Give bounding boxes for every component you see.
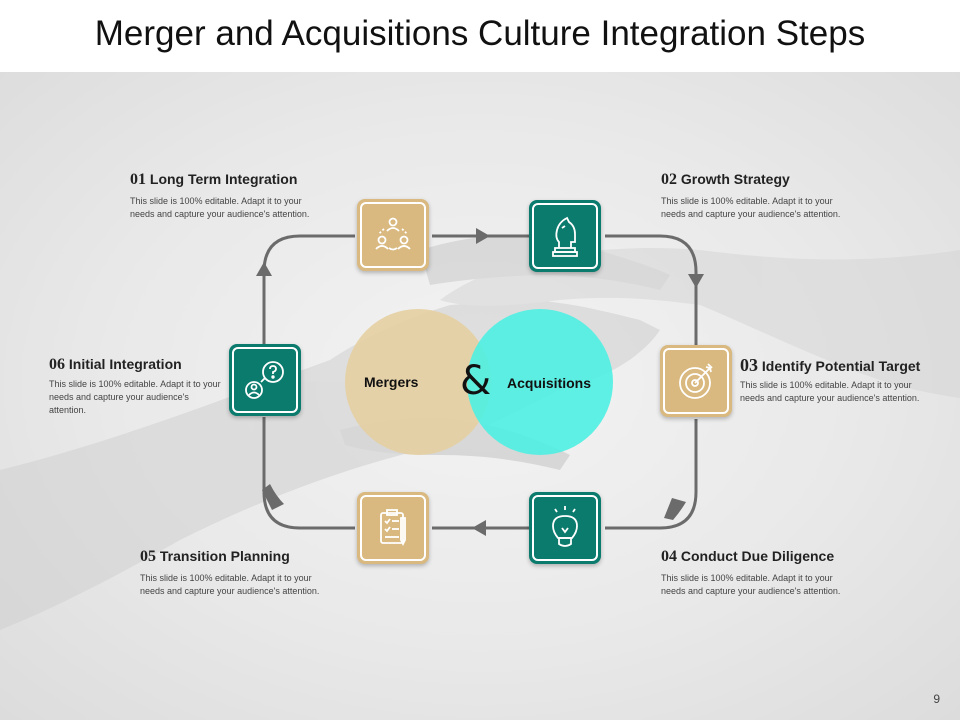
step-label: Long Term Integration: [149, 171, 298, 187]
step-06-box: [229, 344, 301, 416]
clipboard-icon: [380, 509, 406, 547]
team-icon: [375, 217, 411, 251]
step-number: 05: [140, 548, 156, 565]
step-label: Transition Planning: [159, 548, 290, 564]
acquisitions-label: Acquisitions: [507, 375, 592, 391]
step-number: 04: [661, 548, 677, 565]
step-label: Initial Integration: [68, 356, 182, 372]
page-number: 9: [933, 692, 940, 706]
step-description: This slide is 100% editable. Adapt it to…: [740, 380, 920, 403]
step-05-box: [357, 492, 429, 564]
step-number: 02: [661, 171, 677, 188]
step-number: 01: [130, 171, 146, 188]
step-04: 04 Conduct Due Diligence This slide is 1…: [661, 548, 901, 598]
step-number: 06: [49, 356, 65, 373]
step-label: Growth Strategy: [680, 171, 790, 187]
step-02-box: [529, 200, 601, 272]
step-label: Conduct Due Diligence: [680, 548, 835, 564]
slide-title: Merger and Acquisitions Culture Integrat…: [94, 14, 866, 53]
step-description: This slide is 100% editable. Adapt it to…: [130, 196, 310, 219]
lightbulb-icon: [552, 506, 578, 547]
acquisitions-circle: [467, 309, 613, 455]
step-label: Identify Potential Target: [761, 358, 921, 374]
step-description: This slide is 100% editable. Adapt it to…: [661, 573, 841, 596]
step-01-box: [357, 199, 429, 271]
step-03: 03 Identify Potential Target This slide …: [740, 355, 955, 405]
cycle-arrowheads: [256, 228, 704, 536]
step-04-box: [529, 492, 601, 564]
step-description: This slide is 100% editable. Adapt it to…: [661, 196, 841, 219]
mergers-label: Mergers: [364, 374, 419, 390]
target-icon: [679, 363, 713, 399]
question-user-icon: [245, 361, 284, 399]
ampersand: &: [460, 358, 492, 404]
step-02: 02 Growth Strategy This slide is 100% ed…: [661, 171, 901, 221]
step-description: This slide is 100% editable. Adapt it to…: [140, 573, 320, 596]
step-01: 01 Long Term Integration This slide is 1…: [130, 171, 370, 221]
step-03-box: [660, 345, 732, 417]
step-number: 03: [740, 355, 758, 375]
step-06: 06 Initial Integration This slide is 100…: [49, 356, 224, 417]
mergers-circle: [345, 309, 491, 455]
step-description: This slide is 100% editable. Adapt it to…: [49, 379, 221, 415]
chess-knight-icon: [552, 216, 578, 257]
step-05: 05 Transition Planning This slide is 100…: [140, 548, 380, 598]
